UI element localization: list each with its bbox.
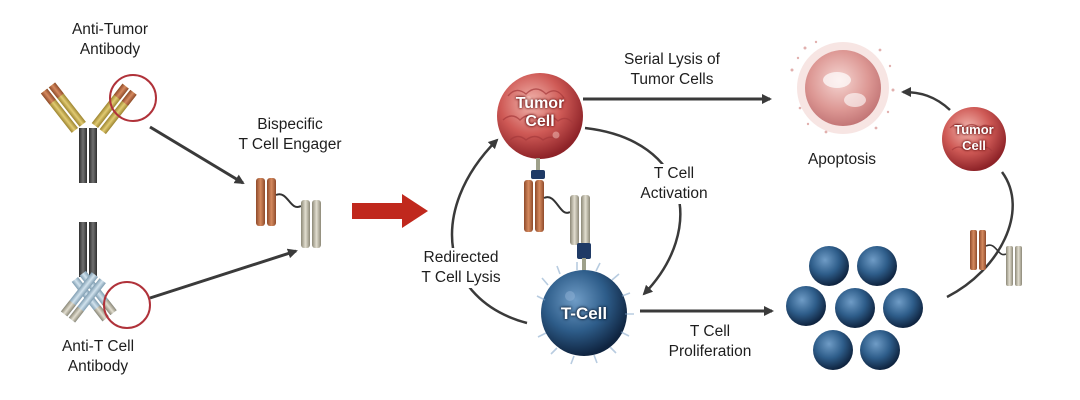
apoptosis-label-text: Apoptosis	[807, 151, 877, 168]
tumor-cell-right-label-line2: Cell	[962, 138, 986, 153]
cycle-arrow-right	[584, 126, 682, 296]
engager-small-right	[970, 230, 1022, 286]
tumor-cell-center-label-line2: Cell	[525, 113, 555, 130]
arrow-to-engager-bottom	[149, 248, 298, 300]
anti-t-cell-label: Anti-T Cell Antibody	[38, 337, 158, 377]
anti-t-cell-label-line2: Antibody	[67, 358, 129, 375]
cycle-arrow-left	[450, 138, 528, 325]
engager-bridge	[524, 158, 591, 272]
activation-label: T Cell Activation	[622, 164, 726, 204]
t-cell-clone	[813, 330, 853, 370]
activation-label-line2: Activation	[640, 185, 708, 202]
bispecific-label-line2: T Cell Engager	[238, 136, 342, 153]
proliferation-label-line2: Proliferation	[668, 343, 752, 360]
anti-t-cell-antibody	[60, 222, 151, 329]
cycle-arrow-right-up	[946, 171, 1014, 299]
activation-label-line1: T Cell	[653, 165, 695, 182]
t-cell-center-label-text: T-Cell	[560, 304, 608, 323]
cycle-arrow-right-top	[901, 87, 951, 111]
bispecific-label: Bispecific T Cell Engager	[214, 115, 366, 155]
tumor-cell-center	[497, 73, 583, 159]
t-cell-cluster	[786, 246, 923, 370]
bispecific-engager	[256, 178, 321, 248]
redirected-lysis-label-line1: Redirected	[423, 249, 499, 266]
tumor-cell-right-label-line1: Tumor	[954, 122, 994, 137]
t-cell-clone	[835, 288, 875, 328]
anti-tumor-label-line2: Antibody	[79, 41, 141, 58]
redirected-lysis-label-line2: T Cell Lysis	[421, 269, 501, 286]
t-cell-center-label: T-Cell	[544, 304, 624, 324]
t-cell-clone	[857, 246, 897, 286]
serial-lysis-label-line1: Serial Lysis of	[624, 51, 720, 68]
anti-t-cell-label-line1: Anti-T Cell	[61, 338, 135, 355]
arrow-to-engager-top	[149, 125, 245, 185]
tumor-cell-center-label-line1: Tumor	[515, 95, 565, 112]
redirected-lysis-label: Redirected T Cell Lysis	[408, 248, 514, 288]
bispecific-label-line1: Bispecific	[257, 116, 323, 133]
proliferation-label: T Cell Proliferation	[654, 322, 766, 362]
apoptotic-cell	[790, 40, 895, 134]
t-cell-center	[536, 262, 634, 365]
apoptosis-label: Apoptosis	[790, 150, 894, 170]
tumor-cell-center-label: Tumor Cell	[500, 95, 580, 131]
serial-lysis-label: Serial Lysis of Tumor Cells	[600, 50, 744, 90]
t-cell-clone	[809, 246, 849, 286]
anti-tumor-label: Anti-Tumor Antibody	[54, 20, 166, 60]
t-cell-clone	[883, 288, 923, 328]
red-arrow	[352, 194, 428, 228]
tumor-cell-right	[942, 107, 1006, 171]
serial-lysis-label-line2: Tumor Cells	[630, 71, 714, 88]
anti-tumor-label-line1: Anti-Tumor	[71, 21, 149, 38]
t-cell-clone	[786, 286, 826, 326]
anti-tumor-antibody	[40, 74, 157, 183]
t-cell-clone	[860, 330, 900, 370]
highlight-circle	[109, 74, 157, 122]
tumor-cell-right-label: Tumor Cell	[944, 122, 1004, 154]
highlight-circle	[103, 281, 151, 329]
proliferation-label-line1: T Cell	[689, 323, 731, 340]
